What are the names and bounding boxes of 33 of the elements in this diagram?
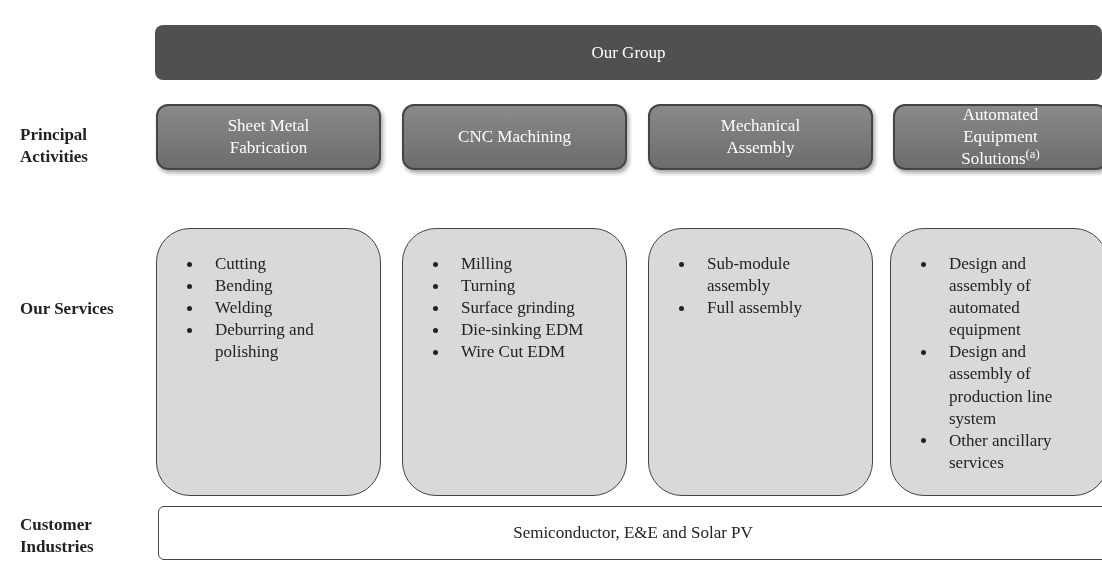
box-label: Mechanical Assembly (719, 114, 802, 159)
service-item: Wire Cut EDM (461, 341, 567, 364)
service-item: Welding (215, 297, 274, 320)
box-label: CNC Machining (457, 125, 572, 148)
box-label: Sheet Metal Fabrication (226, 114, 311, 159)
row-label: Customer Industries (20, 514, 95, 559)
service-item: Other ancillary services (949, 429, 1053, 474)
service-item: Surface grinding (461, 297, 576, 320)
service-item: Full assembly (707, 297, 803, 320)
service-item: Bending (215, 275, 274, 298)
industries-bar (158, 506, 1102, 560)
row-label: Our Services (20, 298, 115, 320)
activity-box (156, 104, 381, 170)
service-item: Milling (461, 253, 513, 275)
service-item: Die-sinking EDM (461, 319, 585, 342)
activity-box (893, 104, 1102, 170)
group-banner (155, 25, 1102, 80)
service-item: Design and assembly of production line system (949, 341, 1054, 430)
row-label: Principal Activities (20, 124, 89, 169)
services-box (890, 228, 1102, 496)
service-item: Design and assembly of automated equipment (949, 253, 1032, 342)
service-item: Deburring and polishing (215, 319, 315, 364)
service-item: Turning (461, 275, 517, 298)
services-box (402, 228, 627, 496)
services-box (156, 228, 381, 496)
service-item: Sub-module assembly (707, 253, 792, 298)
activity-box (648, 104, 873, 170)
box-label: Automated Equipment Solutions$^{(a)}$ (960, 103, 1041, 171)
services-box (648, 228, 873, 496)
service-item: Cutting (215, 253, 267, 275)
box-label: Semiconductor, E&E and Solar PV (513, 522, 753, 545)
activity-box (402, 104, 627, 170)
box-label: Our Group (591, 41, 666, 64)
